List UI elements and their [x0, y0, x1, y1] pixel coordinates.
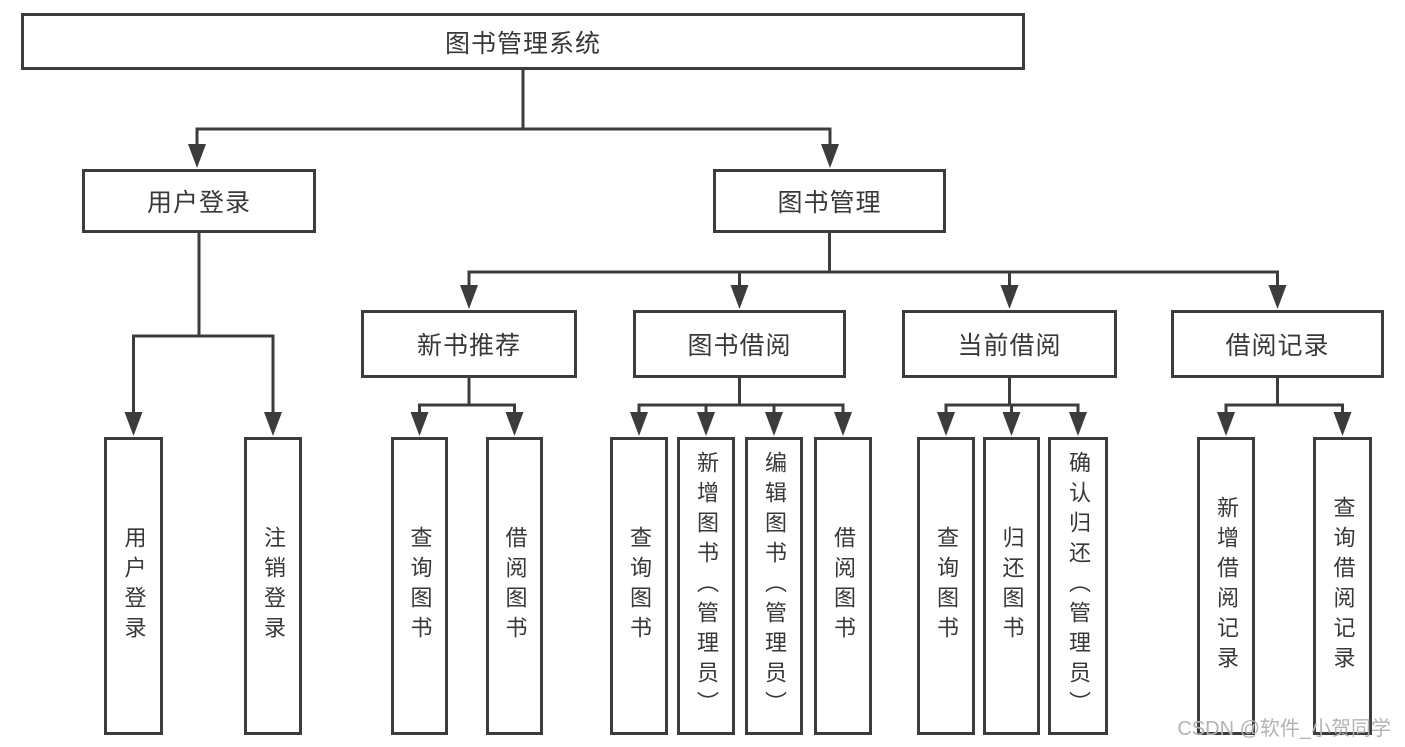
node-borrowing-records: 借阅记录	[1171, 310, 1384, 378]
node-label: 用户登录	[121, 526, 147, 646]
node-new-book-recommend: 新书推荐	[361, 310, 577, 378]
leaf-add-borrow-record: 新增借阅记录	[1197, 437, 1255, 735]
leaf-user-login: 用户登录	[104, 437, 163, 735]
node-label: 借阅图书	[502, 526, 528, 646]
node-label: 查询图书	[627, 526, 652, 646]
csdn-watermark: CSDN @软件_小贺同学	[1177, 718, 1391, 740]
node-label: 查询借阅记录	[1330, 496, 1356, 676]
leaf-query-books-borrowing: 查询图书	[610, 437, 668, 735]
node-label: 新增借阅记录	[1214, 496, 1239, 676]
node-label: 借阅图书	[831, 526, 856, 646]
node-label: 图书管理系统	[444, 29, 601, 58]
node-user-login: 用户登录	[82, 169, 316, 233]
leaf-query-books-recommend: 查询图书	[391, 437, 448, 735]
node-library-management-system: 图书管理系统	[21, 13, 1025, 70]
leaf-add-book-admin: 新增图书（管理员）	[677, 437, 735, 735]
node-book-management: 图书管理	[713, 169, 946, 233]
node-label: 查询图书	[934, 526, 959, 646]
node-book-borrowing: 图书借阅	[633, 310, 846, 378]
leaf-confirm-return-admin: 确认归还（管理员）	[1048, 437, 1108, 735]
node-label: 注销登录	[261, 526, 286, 646]
leaf-logout: 注销登录	[244, 437, 302, 735]
node-label: 新增图书（管理员）	[694, 451, 719, 721]
leaf-borrow-books-borrowing: 借阅图书	[814, 437, 872, 735]
node-label: 查询图书	[407, 526, 433, 646]
node-label: 归还图书	[999, 526, 1025, 646]
node-label: 确认归还（管理员）	[1066, 451, 1091, 721]
node-label: 图书管理	[777, 189, 882, 217]
node-label: 借阅记录	[1225, 332, 1330, 360]
leaf-query-borrow-record: 查询借阅记录	[1313, 437, 1372, 735]
node-label: 新书推荐	[416, 332, 521, 360]
node-label: 用户登录	[146, 189, 251, 217]
leaf-return-books: 归还图书	[983, 437, 1040, 735]
leaf-query-books-current: 查询图书	[917, 437, 975, 735]
leaf-borrow-books-recommend: 借阅图书	[486, 437, 543, 735]
leaf-edit-book-admin: 编辑图书（管理员）	[745, 437, 803, 735]
node-label: 图书借阅	[687, 332, 792, 360]
node-label: 当前借阅	[957, 332, 1062, 360]
node-current-borrowing: 当前借阅	[902, 310, 1117, 378]
node-label: 编辑图书（管理员）	[762, 451, 787, 721]
